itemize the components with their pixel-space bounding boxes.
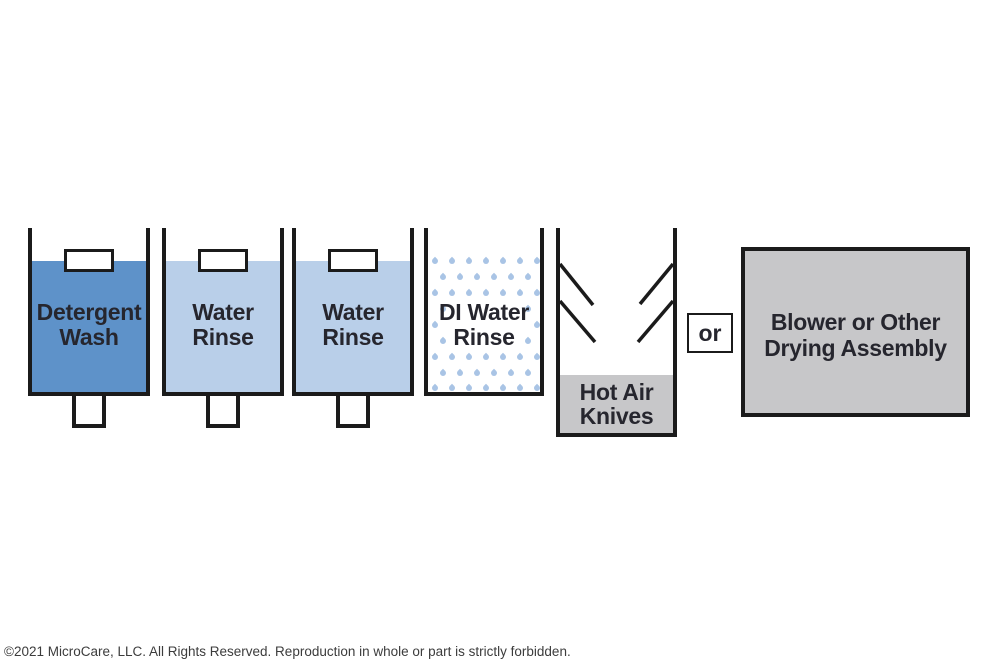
- water-droplet: [506, 272, 516, 282]
- water-droplet: [447, 352, 457, 362]
- tank-wall-left: [28, 228, 32, 396]
- water-droplet: [438, 368, 448, 378]
- water-droplet: [464, 352, 474, 362]
- blower-box: Blower or Other Drying Assembly: [741, 247, 970, 417]
- rinse-liquid: [296, 261, 410, 392]
- workpiece-carrier: [328, 249, 378, 272]
- water-droplet: [464, 256, 474, 266]
- tank-bottom: [292, 392, 414, 396]
- tank-wall-left: [556, 228, 560, 437]
- tank-wall-right: [280, 228, 284, 396]
- tank-water-rinse-2: Water Rinse: [292, 228, 414, 428]
- hot-air-knives-band: Hot Air Knives: [560, 375, 673, 433]
- water-droplet: [515, 352, 525, 362]
- or-connector: or: [687, 313, 733, 353]
- water-droplet: [515, 383, 525, 393]
- tank-di-water-rinse: DI Water Rinse: [424, 228, 544, 396]
- or-label: or: [698, 319, 722, 346]
- water-droplet: [472, 272, 482, 282]
- tank-bottom: [28, 392, 150, 396]
- water-droplet: [515, 256, 525, 266]
- water-droplet: [430, 256, 440, 266]
- water-droplet: [455, 272, 465, 282]
- water-droplet: [523, 368, 533, 378]
- rinse-liquid: [166, 261, 280, 392]
- water-droplet: [430, 383, 440, 393]
- tank-wall-right: [146, 228, 150, 396]
- tank-bottom: [556, 433, 677, 437]
- tank-wall-right: [673, 228, 677, 437]
- tank-wall-left: [292, 228, 296, 396]
- water-droplet: [489, 272, 499, 282]
- tank-wall-left: [424, 228, 428, 396]
- tank-detergent-wash: Detergent Wash: [28, 228, 150, 428]
- drain-port: [72, 396, 106, 428]
- water-droplet: [498, 352, 508, 362]
- water-droplet: [430, 352, 440, 362]
- tank-hot-air-knives: Hot Air Knives: [556, 228, 677, 437]
- water-droplet: [464, 288, 474, 298]
- tank-wall-right: [410, 228, 414, 396]
- tank-label: Water Rinse: [322, 299, 384, 351]
- blower-label: Blower or Other Drying Assembly: [764, 308, 947, 361]
- copyright-notice: ©2021 MicroCare, LLC. All Rights Reserve…: [4, 644, 571, 659]
- water-droplet: [447, 288, 457, 298]
- tank-bottom: [424, 392, 544, 396]
- water-droplet: [506, 368, 516, 378]
- water-droplet: [523, 272, 533, 282]
- water-droplet: [455, 368, 465, 378]
- water-droplet: [481, 288, 491, 298]
- water-droplet: [438, 272, 448, 282]
- water-droplet: [481, 256, 491, 266]
- water-droplet: [430, 288, 440, 298]
- drain-port: [336, 396, 370, 428]
- workpiece-carrier: [64, 249, 114, 272]
- water-droplet: [447, 256, 457, 266]
- tank-label: Water Rinse: [192, 299, 254, 351]
- tank-label: DI Water Rinse: [438, 299, 530, 351]
- tank-bottom: [162, 392, 284, 396]
- water-droplet: [515, 288, 525, 298]
- water-droplet: [447, 383, 457, 393]
- tank-wall-right: [540, 228, 544, 396]
- detergent-liquid: [32, 261, 146, 392]
- water-droplet: [498, 256, 508, 266]
- air-knife-lines: [558, 262, 675, 344]
- water-droplet: [464, 383, 474, 393]
- water-droplet: [489, 368, 499, 378]
- water-droplet: [481, 383, 491, 393]
- water-droplet: [498, 288, 508, 298]
- tank-wall-left: [162, 228, 166, 396]
- water-droplet: [481, 352, 491, 362]
- water-droplet: [498, 383, 508, 393]
- tank-label: Detergent Wash: [36, 299, 142, 351]
- workpiece-carrier: [198, 249, 248, 272]
- water-droplet: [472, 368, 482, 378]
- drain-port: [206, 396, 240, 428]
- tank-water-rinse-1: Water Rinse: [162, 228, 284, 428]
